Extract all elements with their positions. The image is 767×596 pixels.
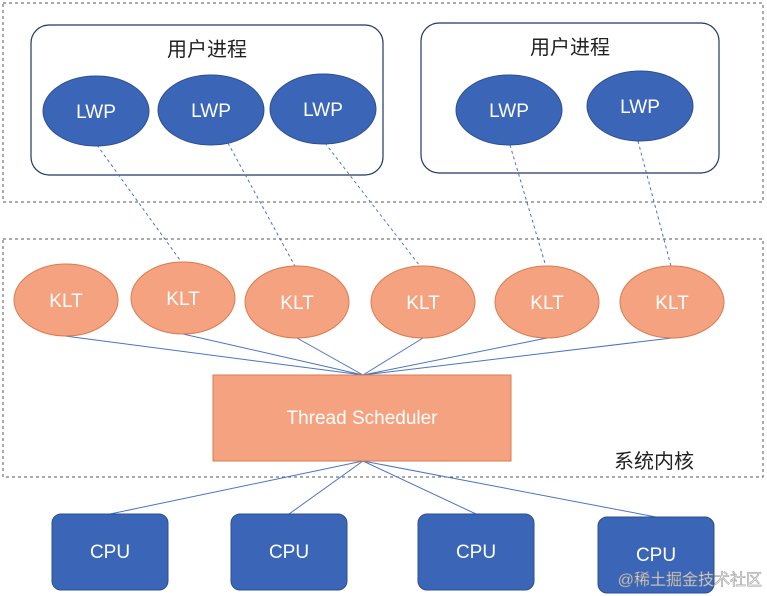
- link-line: [64, 335, 364, 376]
- lwp-node: [269, 73, 377, 145]
- watermark: @稀土掘金技术社区: [618, 571, 762, 589]
- klt-node: [130, 261, 236, 335]
- cpu-group: CPU CPU CPU CPU: [51, 513, 715, 594]
- lwp-klt-mappings: [96, 140, 673, 271]
- cpu-label: CPU: [269, 542, 309, 563]
- cpu-box: [597, 516, 715, 594]
- kernel-label: 系统内核: [614, 450, 694, 473]
- klt-label: KLT: [406, 293, 440, 314]
- link-line: [362, 460, 477, 515]
- link-line: [362, 337, 673, 376]
- user-space-region: [2, 2, 764, 203]
- lwp-label: LWP: [489, 101, 529, 122]
- klt-node: [244, 265, 350, 339]
- user-process-title-2: 用户进程: [530, 36, 610, 59]
- klt-label: KLT: [655, 293, 689, 314]
- lwp-label: LWP: [191, 101, 231, 122]
- cpu-box: [51, 513, 169, 591]
- mapping-line: [96, 144, 186, 268]
- klt-node: [370, 265, 476, 339]
- klt-label: KLT: [166, 289, 200, 310]
- klt-node: [494, 265, 600, 339]
- lwp-node: [42, 75, 150, 147]
- klt-node: [619, 265, 725, 339]
- klt-node: [13, 263, 119, 337]
- mapping-line: [227, 142, 298, 271]
- klt-label: KLT: [49, 291, 83, 312]
- link-line: [182, 333, 364, 376]
- link-line: [109, 460, 364, 515]
- link-line: [296, 337, 364, 376]
- lwp-node: [157, 74, 265, 146]
- klt-scheduler-links: [64, 333, 673, 376]
- klt-label: KLT: [280, 293, 314, 314]
- cpu-label: CPU: [90, 542, 130, 563]
- link-line: [362, 337, 548, 376]
- cpu-label: CPU: [636, 545, 676, 566]
- user-process-title-1: 用户进程: [167, 38, 247, 61]
- kernel-space-region: [2, 238, 764, 478]
- lwp-group: LWP LWP LWP LWP LWP: [42, 70, 694, 147]
- thread-scheduler-box: [212, 374, 512, 462]
- cpu-label: CPU: [456, 542, 496, 563]
- link-line: [288, 460, 364, 515]
- thread-scheduler-label: Thread Scheduler: [286, 408, 438, 429]
- mapping-line: [324, 142, 424, 271]
- mapping-line: [637, 140, 673, 271]
- link-line: [362, 460, 657, 518]
- lwp-node: [455, 74, 563, 146]
- klt-label: KLT: [530, 293, 564, 314]
- link-line: [362, 337, 424, 376]
- cpu-box: [417, 513, 535, 591]
- mapping-line: [509, 144, 548, 271]
- lwp-label: LWP: [303, 100, 343, 121]
- lwp-label: LWP: [76, 102, 116, 123]
- lwp-node: [586, 70, 694, 142]
- cpu-box: [230, 513, 348, 591]
- klt-group: KLT KLT KLT KLT KLT KLT: [13, 261, 725, 339]
- scheduler-cpu-links: [109, 460, 657, 518]
- lwp-label: LWP: [620, 97, 660, 118]
